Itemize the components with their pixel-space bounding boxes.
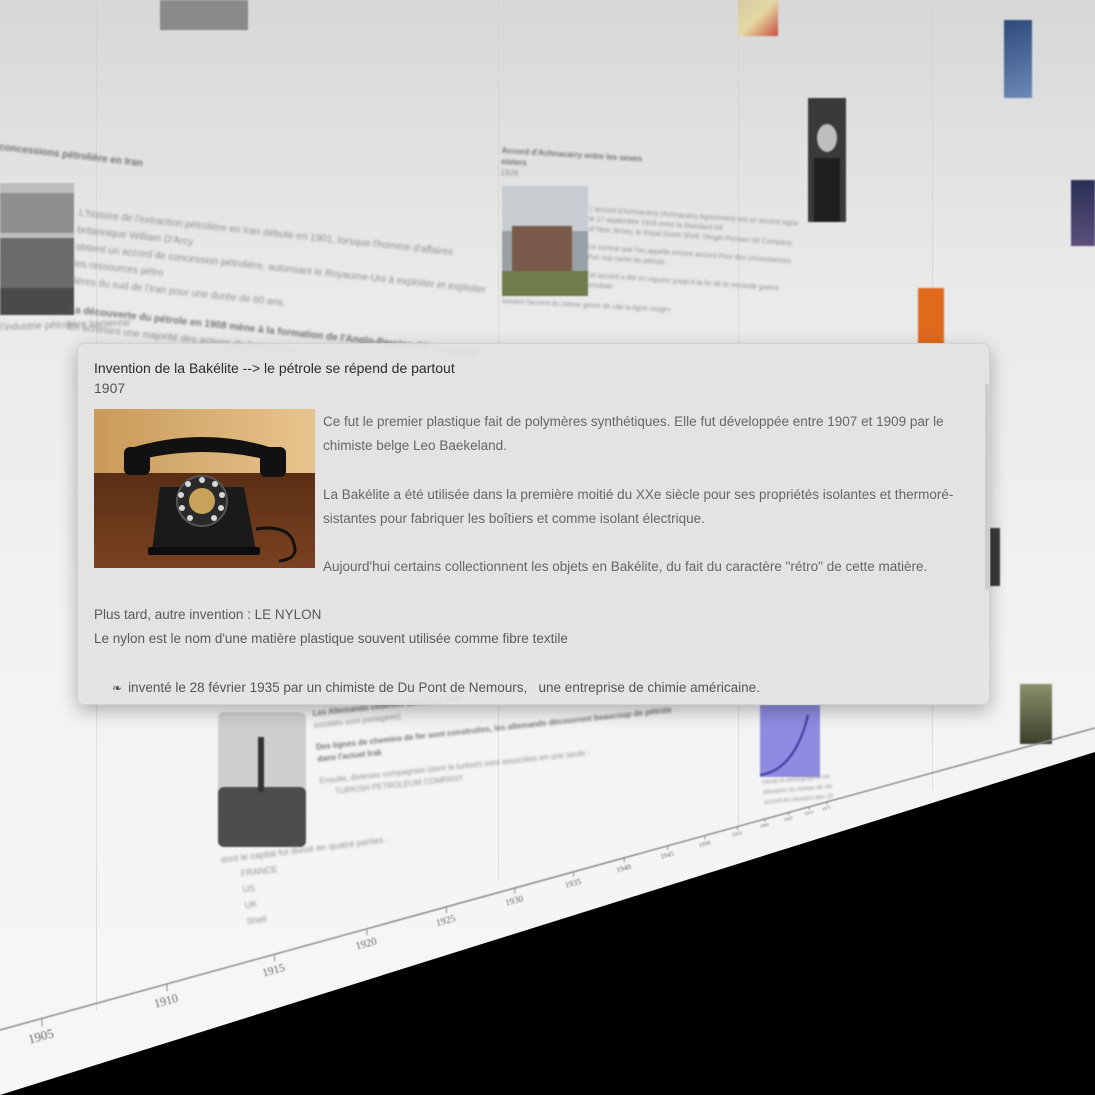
axis-year-label: 1970 [804, 809, 815, 816]
fleuron-icon: ❧ [112, 681, 123, 695]
axis-year-label: 1940 [615, 862, 632, 875]
event-thumbnail-chart[interactable] [760, 705, 820, 777]
nylon-description: Le nylon est le nom d'une matière plasti… [94, 631, 568, 646]
popup-year: 1907 [94, 380, 126, 396]
axis-year-label: 1955 [731, 830, 743, 839]
axis-year-label: 1975 [821, 804, 832, 811]
event-thumbnail[interactable] [1071, 180, 1095, 246]
axis-year-label: 1935 [564, 877, 582, 890]
event-thumbnail-field[interactable] [218, 712, 306, 847]
popup-title: Invention de la Bakélite --> le pétrole … [94, 360, 455, 376]
axis-year-label: 1905 [26, 1025, 55, 1046]
event-thumbnail[interactable] [1020, 684, 1052, 744]
axis-year-label: 1920 [354, 935, 378, 952]
popup-paragraph: Ce fut le premier plastique fait de poly… [323, 414, 944, 453]
popup-paragraph: Aujourd'hui certains collectionnent les … [323, 559, 928, 574]
event-thumbnail[interactable] [1004, 20, 1032, 98]
axis-year-label: 1910 [152, 991, 179, 1011]
event-thumbnail-iran[interactable] [0, 183, 74, 315]
popup-scrollbar[interactable] [985, 384, 989, 590]
nylon-heading: Plus tard, autre invention : LE NYLON [94, 607, 322, 622]
axis-year-label: 1950 [698, 840, 711, 849]
axis-year-label: 1965 [783, 815, 794, 822]
axis-year-label: 1915 [261, 962, 286, 980]
axis-year-label: 1925 [435, 913, 457, 929]
popup-paragraph: La Bakélite a été utilisée dans la premi… [323, 487, 954, 526]
bakelite-telephone-image [94, 409, 315, 568]
nylon-bullet-text: inventé le 28 février 1935 par un chimis… [128, 680, 760, 695]
event-thumbnail-portrait[interactable] [808, 98, 846, 222]
nylon-bullet: ❧ inventé le 28 février 1935 par un chimi… [112, 676, 760, 700]
event-detail-popup[interactable]: Invention de la Bakélite --> le pétrole … [77, 343, 990, 705]
event-thumbnail[interactable] [160, 0, 248, 30]
axis-year-label: 1930 [504, 893, 525, 907]
event-thumbnail[interactable] [918, 288, 944, 344]
event-thumbnail[interactable] [738, 0, 778, 36]
axis-year-label: 1960 [760, 822, 771, 829]
event-thumbnail-achnacarry[interactable] [502, 186, 588, 296]
event-thumbnail[interactable] [990, 528, 1000, 586]
axis-year-label: 1945 [660, 851, 676, 861]
